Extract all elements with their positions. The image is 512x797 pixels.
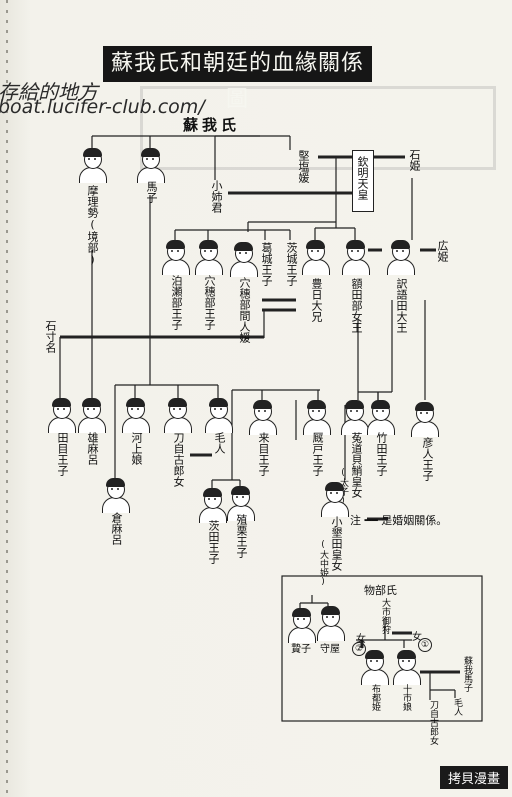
- note-onakatsu: (大中姫): [318, 540, 328, 587]
- label-onna-2: 女: [356, 634, 366, 645]
- figure-anahobe-hashi: [229, 242, 258, 277]
- name-hiroh: 広姫: [436, 240, 449, 262]
- figure-hatsusebe: [161, 240, 190, 275]
- name-ueno: 殖栗王子: [235, 514, 248, 558]
- name-nukata: 額田部女王: [350, 278, 363, 333]
- label-onna-1: 女: [412, 632, 422, 643]
- figure-maritsumi: [78, 148, 107, 183]
- name-emishi-inset: 毛人: [452, 698, 462, 716]
- figure-toyohi: [301, 240, 330, 275]
- name-tame: 田目王子: [56, 432, 69, 476]
- clan-soga-label: 蘇我氏: [183, 116, 241, 134]
- name-kinmei: 欽明天皇: [356, 156, 369, 200]
- name-ishikina: 石寸名: [44, 320, 57, 353]
- name-tochi: 十市娘: [401, 684, 411, 711]
- figure-nukata: [341, 240, 370, 275]
- figure-takeda: [366, 400, 395, 435]
- name-niehako: 贄子: [291, 644, 311, 655]
- figure-uji: [340, 400, 369, 435]
- name-owarida: 小墾田皇女: [330, 516, 343, 571]
- name-tojiko-inset: 刀自古郎女: [428, 700, 438, 745]
- figure-umako: [136, 148, 165, 183]
- name-toyohi: 豊日大兄: [310, 278, 323, 322]
- name-moriya: 守屋: [320, 644, 340, 655]
- watermark-line-1: 存給的地方: [0, 80, 98, 104]
- figure-osada: [386, 240, 415, 275]
- name-anahobe: 穴穗部王子: [203, 275, 216, 330]
- legend-note: 注 ━━ 是婚姻關係。: [350, 514, 448, 527]
- background-ghost-text: [140, 86, 496, 170]
- figure-tame: [47, 398, 76, 433]
- figure-kawakami: [121, 398, 150, 433]
- name-katsuragi: 葛城王子: [260, 242, 273, 286]
- name-ubaraki: 茨城王子: [285, 242, 298, 286]
- site-stamp: 拷貝漫畫: [439, 766, 508, 789]
- figure-kume: [248, 400, 277, 435]
- figure-moriya: [316, 606, 345, 641]
- name-takeda: 竹田王子: [375, 432, 388, 476]
- name-kawakami: 河上娘: [130, 432, 143, 465]
- name-kume: 来目王子: [257, 432, 270, 476]
- kinmei-box: [352, 150, 374, 212]
- name-ogamaro: 雄麻呂: [86, 432, 99, 465]
- name-hikohito: 彦人王子: [421, 437, 434, 481]
- inset-clan-mononobe: 物部氏: [364, 584, 397, 597]
- name-omura: 大市御狩: [380, 598, 390, 634]
- figure-hikohito: [410, 402, 439, 437]
- name-maritsumi: 摩理勢(境部): [86, 185, 99, 266]
- name-hatsusebe: 泊瀬部王子: [170, 275, 183, 330]
- figure-emishi: [204, 398, 233, 433]
- badge-2: ②: [352, 642, 366, 656]
- name-ishi: 石姫: [408, 149, 421, 171]
- figure-owarida: [320, 482, 349, 517]
- watermark-line-2: boat.lucifer-club.com/: [0, 96, 205, 118]
- name-kitashi: 堅塩媛: [297, 150, 310, 183]
- name-umayado: 厩戸王子: [311, 432, 324, 476]
- name-tojiko: 刀自古郎女: [172, 432, 185, 487]
- figure-anahobe: [194, 240, 223, 275]
- binding-holes: [6, 0, 8, 797]
- name-mamuta: 茨田王子: [207, 520, 220, 564]
- figure-tochi: [392, 650, 421, 685]
- name-kuramaro: 倉麻呂: [110, 512, 123, 545]
- figure-umayado: [302, 400, 331, 435]
- figure-ogamaro: [77, 398, 106, 433]
- figure-mamuta: [198, 488, 227, 523]
- name-anahobe-hashi: 穴穗部間人媛: [238, 277, 251, 343]
- diagram-title: 蘇我氏和朝廷的血緣關係圖: [103, 46, 372, 112]
- name-umako: 馬子: [145, 181, 158, 203]
- badge-1: ①: [418, 638, 432, 652]
- name-fuhime: 布都姫: [370, 684, 380, 711]
- figure-niehako: [287, 608, 316, 643]
- figure-kuramaro: [101, 478, 130, 513]
- figure-ueno: [226, 486, 255, 521]
- name-oane: 小姉君: [210, 180, 223, 213]
- name-emishi: 毛人: [213, 432, 226, 454]
- name-uji: 菟道貝鮹皇女: [350, 432, 363, 498]
- name-umako-inset: 蘇我馬子: [462, 656, 472, 692]
- name-osada: 訳語田大王: [395, 278, 408, 333]
- figure-fuhime: [360, 650, 389, 685]
- figure-tojiko: [163, 398, 192, 433]
